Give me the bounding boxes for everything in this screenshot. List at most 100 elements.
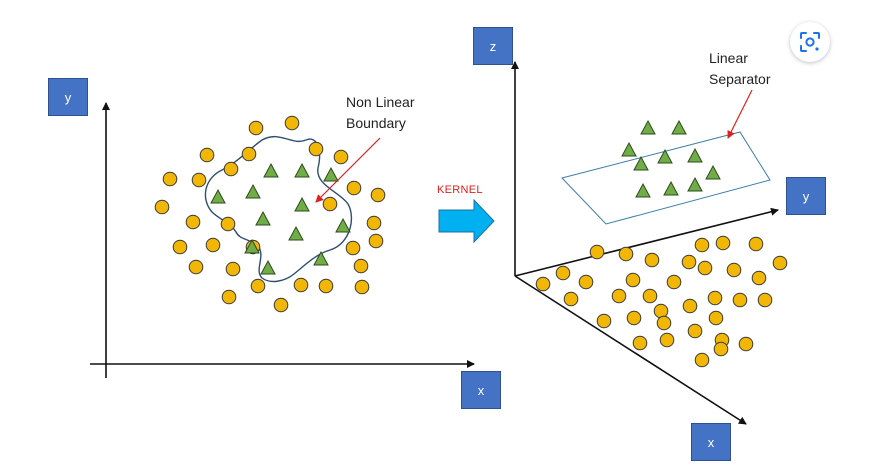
class-b-triangle xyxy=(263,162,279,178)
class-b-triangle xyxy=(255,210,271,226)
left-outer-circles xyxy=(154,115,386,313)
kernel-arrow xyxy=(438,198,495,244)
class-a-circle xyxy=(563,291,579,307)
class-a-circle xyxy=(738,336,754,352)
class-a-circle xyxy=(707,290,723,306)
right-y-axis xyxy=(514,207,779,277)
class-a-circle xyxy=(346,180,362,196)
right-y-axis-label: y xyxy=(786,177,826,215)
class-b-triangle xyxy=(288,225,304,241)
linear-separator-plane xyxy=(561,131,771,225)
class-a-circle xyxy=(708,310,724,326)
class-a-circle xyxy=(241,146,257,162)
class-a-circle xyxy=(223,161,239,177)
class-a-circle xyxy=(345,240,361,256)
class-a-circle xyxy=(659,332,675,348)
class-b-triangle xyxy=(640,119,656,135)
kernel-label: KERNEL xyxy=(437,184,483,196)
class-a-circle xyxy=(308,141,324,157)
class-a-circle xyxy=(353,258,369,274)
class-a-circle xyxy=(625,272,641,288)
class-b-triangle xyxy=(335,217,351,233)
class-a-circle xyxy=(221,289,237,305)
class-b-triangle xyxy=(671,119,687,135)
class-a-circle xyxy=(644,252,660,268)
left-inner-triangles xyxy=(210,162,351,275)
class-a-circle xyxy=(188,259,204,275)
class-a-circle xyxy=(772,255,788,271)
class-a-circle xyxy=(697,260,713,276)
class-a-circle xyxy=(293,277,309,293)
class-a-circle xyxy=(656,315,672,331)
class-b-triangle xyxy=(294,162,310,178)
class-b-triangle xyxy=(663,180,679,196)
class-a-circle xyxy=(713,341,729,357)
class-a-circle xyxy=(284,115,300,131)
class-b-triangle xyxy=(210,188,226,204)
class-a-circle xyxy=(250,278,266,294)
class-a-circle xyxy=(370,187,386,203)
class-a-circle xyxy=(535,276,551,292)
class-a-circle xyxy=(191,172,207,188)
class-a-circle xyxy=(681,254,697,270)
class-a-circle xyxy=(578,274,594,290)
class-a-circle xyxy=(632,335,648,351)
class-a-circle xyxy=(273,297,289,313)
non-linear-boundary-label: Non Linear Boundary xyxy=(346,94,415,131)
class-b-triangle xyxy=(635,182,651,198)
class-a-circle xyxy=(694,352,710,368)
class-b-triangle xyxy=(260,259,276,275)
class-a-circle xyxy=(618,246,634,262)
class-a-circle xyxy=(748,236,764,252)
class-a-circle xyxy=(205,237,221,253)
class-a-circle xyxy=(626,310,642,326)
class-a-circle xyxy=(555,265,571,281)
class-a-circle xyxy=(611,288,627,304)
class-a-circle xyxy=(596,313,612,329)
class-b-triangle xyxy=(657,148,673,164)
class-a-circle xyxy=(726,262,742,278)
right-x-axis xyxy=(514,275,747,425)
left-y-axis-label: y xyxy=(48,78,88,116)
class-a-circle xyxy=(687,323,703,339)
non-linear-annotation-arrow xyxy=(315,137,381,203)
class-b-triangle xyxy=(245,183,261,199)
right-lower-circles xyxy=(535,235,788,368)
class-b-triangle xyxy=(244,238,260,254)
class-a-circle xyxy=(666,274,682,290)
left-x-axis-label: x xyxy=(461,371,501,409)
class-a-circle xyxy=(322,196,338,212)
class-a-circle xyxy=(162,171,178,187)
class-b-triangle xyxy=(705,164,721,180)
class-a-circle xyxy=(653,303,669,319)
google-lens-button[interactable] xyxy=(790,22,830,62)
right-upper-triangles xyxy=(621,119,721,198)
class-a-circle xyxy=(682,298,698,314)
class-a-circle xyxy=(366,215,382,231)
class-a-circle xyxy=(751,270,767,286)
class-a-circle xyxy=(642,288,658,304)
class-a-circle xyxy=(154,199,170,215)
class-a-circle xyxy=(199,147,215,163)
class-a-circle xyxy=(368,233,384,249)
class-b-triangle xyxy=(633,155,649,171)
class-a-circle xyxy=(732,292,748,308)
class-b-triangle xyxy=(621,141,637,157)
linear-separator-label: Linear Separator xyxy=(709,50,771,87)
class-b-triangle xyxy=(313,250,329,266)
class-b-triangle xyxy=(323,166,339,182)
class-a-circle xyxy=(694,237,710,253)
class-a-circle xyxy=(225,261,241,277)
right-z-axis-label: z xyxy=(473,27,513,65)
google-lens-icon xyxy=(800,32,820,52)
class-a-circle xyxy=(354,279,370,295)
class-a-circle xyxy=(757,292,773,308)
class-b-triangle xyxy=(294,196,310,212)
class-a-circle xyxy=(589,244,605,260)
class-a-circle xyxy=(333,149,349,165)
class-a-circle xyxy=(185,214,201,230)
class-a-circle xyxy=(248,120,264,136)
right-x-axis-label: x xyxy=(691,423,731,461)
class-a-circle xyxy=(715,235,731,251)
